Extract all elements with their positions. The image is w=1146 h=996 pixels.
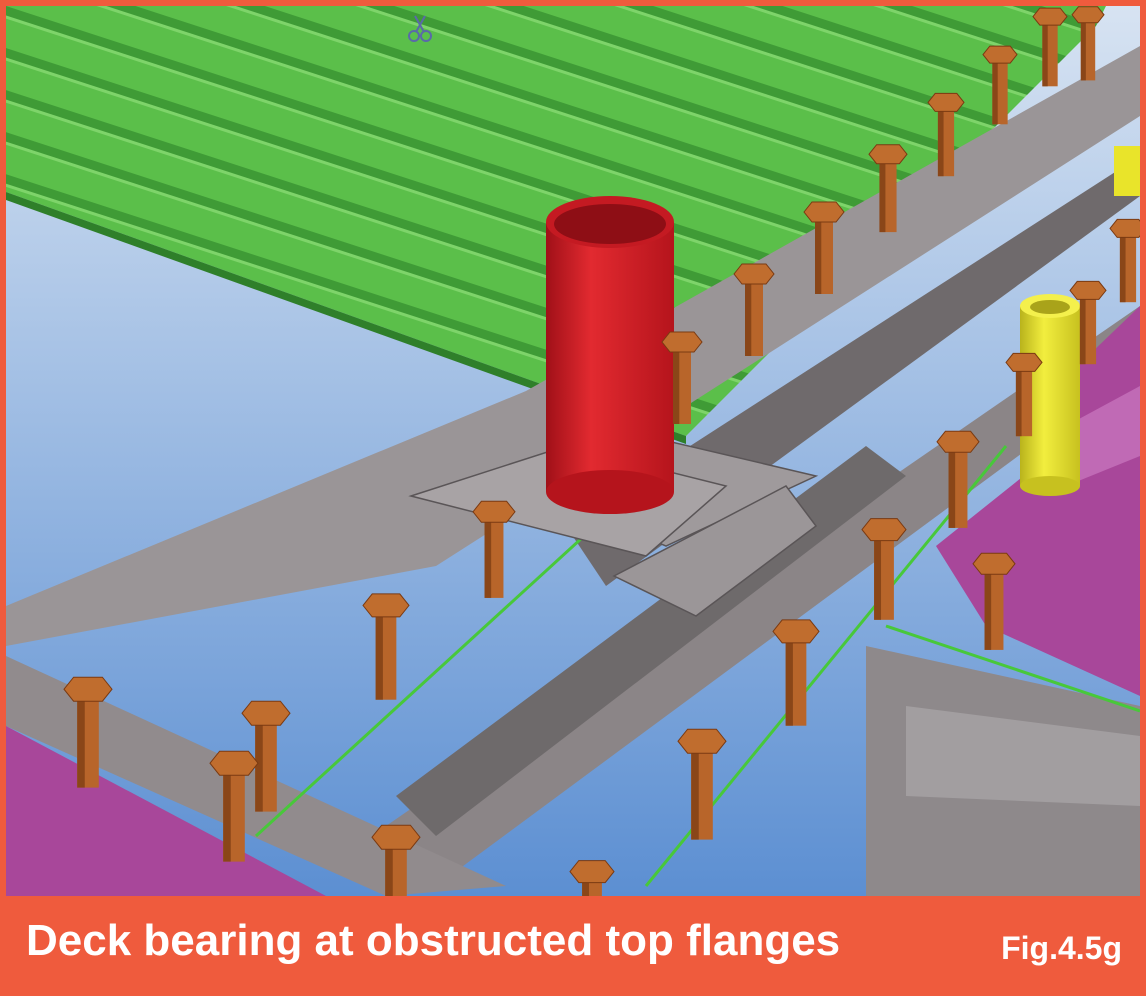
shear-stud — [803, 201, 845, 294]
shear-stud — [1109, 218, 1140, 303]
base-plate-bottom — [612, 485, 818, 617]
shear-stud — [982, 45, 1018, 125]
secondary-beam-web — [906, 706, 1140, 806]
shear-stud — [677, 728, 727, 840]
figure-caption: Deck bearing at obstructed top flanges — [26, 916, 841, 965]
magenta-block-face — [1066, 386, 1140, 486]
shear-stud — [972, 552, 1016, 650]
deck-edge — [6, 192, 686, 444]
shear-stud — [569, 860, 615, 896]
shear-stud — [861, 518, 907, 620]
figure-number: Fig.4.5g — [1001, 930, 1122, 966]
shear-stud — [472, 500, 516, 598]
shear-stud — [1005, 352, 1043, 437]
shear-stud — [733, 263, 775, 356]
shear-stud — [661, 331, 703, 424]
model-viewport[interactable] — [6, 6, 1140, 896]
shear-stud — [371, 824, 421, 896]
scissors-icon — [408, 15, 432, 42]
shear-stud — [241, 700, 291, 812]
shear-stud — [1032, 7, 1068, 87]
yellow-column-far — [1114, 146, 1140, 196]
shear-stud — [927, 92, 965, 177]
shear-stud — [1069, 280, 1107, 365]
shear-stud — [868, 144, 908, 233]
shear-stud — [362, 593, 410, 700]
shear-studs — [63, 6, 1140, 896]
caption-bar: Deck bearing at obstructed top flanges F… — [6, 896, 1140, 990]
red-column — [546, 196, 674, 514]
weld-line — [254, 514, 608, 838]
shear-stud — [936, 430, 980, 528]
shear-stud — [209, 750, 259, 862]
main-beam-top-flange — [6, 46, 1140, 646]
shear-stud — [63, 676, 113, 788]
shear-stud — [1071, 6, 1105, 81]
3d-model-render — [6, 6, 1140, 896]
shear-stud — [772, 619, 820, 726]
weld-line — [885, 624, 1140, 713]
